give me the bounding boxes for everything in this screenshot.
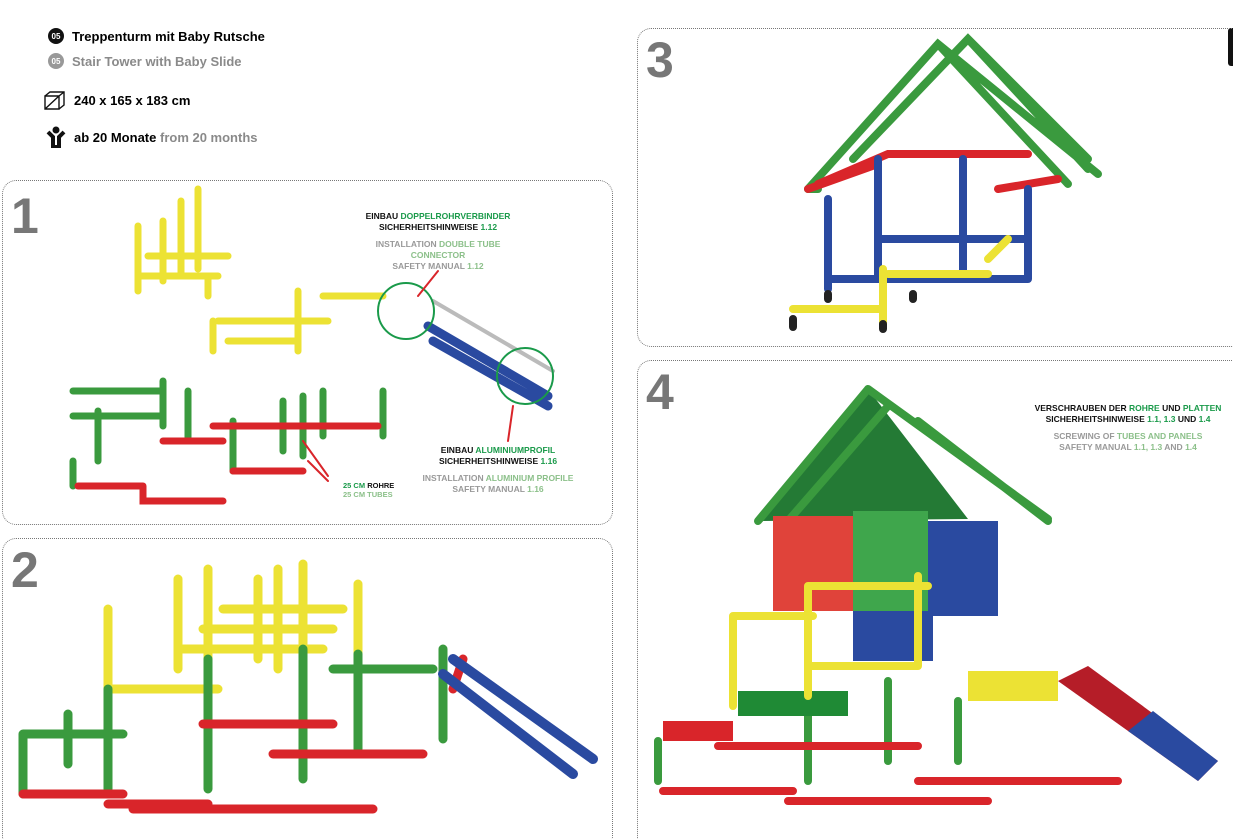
page-edge-tab	[1228, 28, 1233, 66]
step-4-panel: 4 VERSCHRAUBEN DER ROHRE UND PLATTEN SIC…	[637, 360, 1233, 839]
step-number: 3	[646, 32, 674, 88]
badge-number-icon: 05	[48, 53, 64, 69]
title-de-text: Treppenturm mit Baby Rutsche	[72, 28, 265, 44]
step-1-illustration	[69, 185, 555, 505]
title-en: 05 Stair Tower with Baby Slide	[48, 53, 242, 69]
cube-dimensions-icon	[44, 91, 65, 110]
step-1-panel: 1 EINBAU DOPPELROHRVERBINDER SICHERHEITS…	[2, 180, 613, 525]
step-number: 1	[11, 188, 39, 244]
child-icon	[46, 126, 66, 148]
step-2-panel: 2	[2, 538, 613, 839]
title-en-text: Stair Tower with Baby Slide	[72, 53, 242, 69]
step-number: 4	[646, 364, 674, 420]
step-number: 2	[11, 542, 39, 598]
step-2-illustration	[18, 559, 598, 814]
note-screwing-tubes-panels: VERSCHRAUBEN DER ROHRE UND PLATTEN SICHE…	[1034, 403, 1222, 452]
step-4-illustration	[654, 385, 1218, 805]
note-25cm-tubes: 25 CM ROHRE 25 CM TUBES	[343, 481, 395, 499]
dimensions: 240 x 165 x 183 cm	[42, 90, 190, 110]
age: ab 20 Monate from 20 months	[46, 126, 258, 148]
step-3-illustration	[789, 33, 1102, 333]
age-en: from 20 months	[159, 129, 258, 145]
title-de: 05 Treppenturm mit Baby Rutsche	[48, 28, 265, 44]
note-double-tube-connector: EINBAU DOPPELROHRVERBINDER SICHERHEITSHI…	[365, 211, 511, 271]
age-de: ab 20 Monate	[74, 129, 157, 145]
badge-number-icon: 05	[48, 28, 64, 44]
note-aluminium-profile: EINBAU ALUMINIUMPROFIL SICHERHEITSHINWEI…	[422, 445, 574, 494]
dimensions-text: 240 x 165 x 183 cm	[74, 92, 191, 108]
step-3-panel: 3	[637, 28, 1233, 347]
